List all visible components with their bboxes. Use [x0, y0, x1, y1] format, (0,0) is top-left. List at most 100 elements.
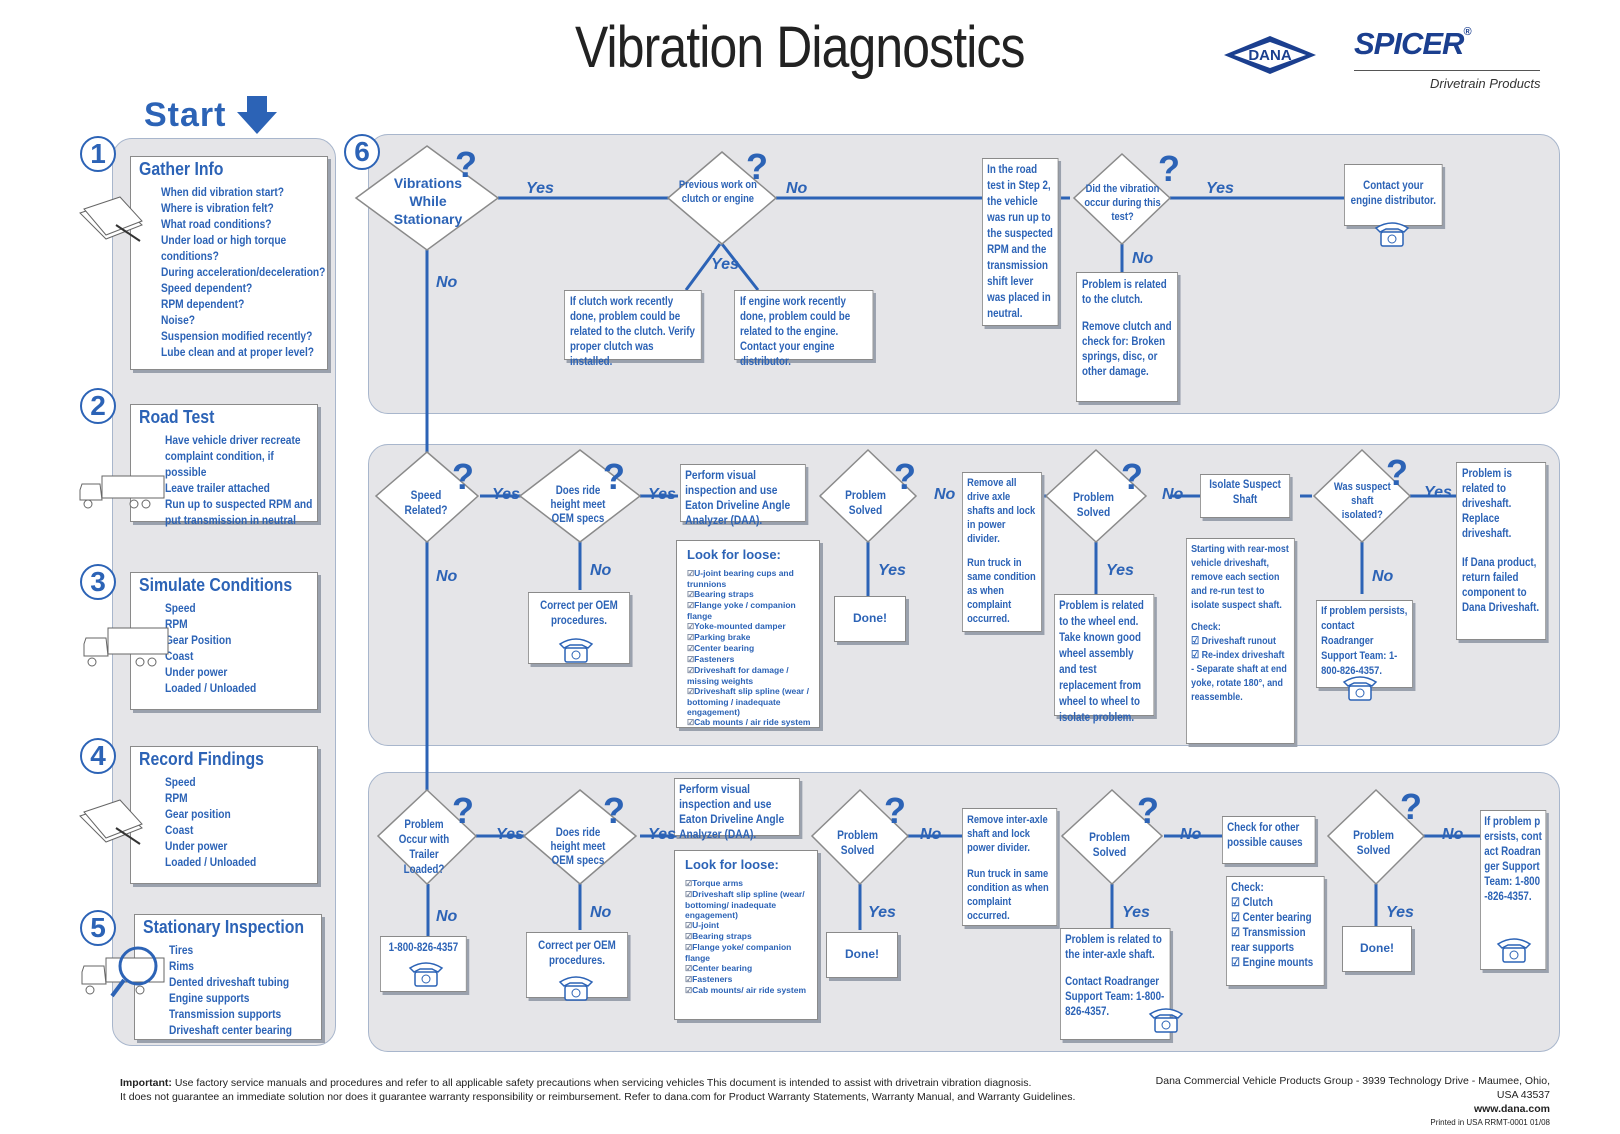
spicer-logo: SPICER®	[1354, 26, 1472, 62]
clutch-related-text: Problem is related to the clutch.	[1081, 279, 1167, 306]
no-label: No	[590, 562, 612, 579]
truck-icon	[79, 475, 165, 509]
list-item: What road conditions?	[161, 217, 272, 231]
important-label: Important:	[120, 1077, 172, 1089]
persists-box: If problem persists, contact Roadranger …	[1480, 810, 1547, 970]
page-title: Vibration Diagnostics	[575, 15, 1025, 80]
list-item: Driveshaft center bearing	[169, 1023, 293, 1037]
run-truck-text: Run truck in same condition as when comp…	[967, 557, 1036, 625]
list-item: During acceleration/deceleration?	[161, 265, 326, 279]
telephone-icon	[558, 638, 594, 663]
decision-diamond	[522, 789, 638, 885]
remove-axle-box: Remove all drive axle shafts and lock in…	[962, 472, 1042, 632]
no-label: No	[786, 180, 808, 197]
step-stationary-inspection: Stationary Inspection Tires Rims Dented …	[134, 914, 322, 1040]
decision-diamond	[376, 788, 478, 886]
important-text: Use factory service manuals and procedur…	[174, 1077, 1032, 1089]
no-label: No	[436, 568, 458, 585]
check-label: Check:	[1191, 621, 1221, 633]
step-title: Simulate Conditions	[139, 575, 293, 595]
logo-divider	[1354, 70, 1540, 71]
down-arrow-icon	[236, 96, 277, 134]
list-item: Under power	[165, 665, 228, 679]
decision-diamond	[1072, 152, 1172, 246]
dana-logo-text: DANA	[1248, 47, 1291, 64]
list-item: Run up to suspected RPM and	[165, 497, 313, 511]
list-item: possible	[165, 465, 207, 479]
check-item: Driveshaft runout	[1201, 635, 1276, 647]
list-item: Suspension modified recently?	[161, 329, 313, 343]
check-item: Re-index driveshaft - Separate shaft at …	[1191, 649, 1287, 703]
list-item: Under power	[165, 839, 228, 853]
run-truck-text: Run truck in same condition as when comp…	[967, 868, 1049, 922]
look-for-loose-box: Look for loose: Torque arms Driveshaft s…	[674, 850, 818, 1020]
question-mark-icon: ?	[884, 790, 906, 831]
list-item: complaint condition, if	[165, 449, 274, 463]
done-box: Done!	[834, 596, 906, 642]
list-item: put transmission in neutral	[165, 513, 296, 527]
decision-label: Speed Related?	[404, 488, 448, 517]
question-mark-icon: ?	[455, 144, 477, 185]
list-item: ☑ Transmission rear supports	[1231, 927, 1306, 954]
list-item: Speed	[165, 601, 196, 615]
check-item: Center bearing	[1242, 912, 1312, 924]
list-item: Flange yoke / companion flange	[687, 600, 815, 621]
correct-oem-text: Correct per OEM procedures.	[538, 940, 616, 967]
magnifier-truck-icon	[81, 946, 165, 998]
telephone-icon	[408, 962, 444, 987]
remove-interaxle-text: Remove inter-axle shaft and lock power d…	[967, 814, 1048, 854]
list-item: Coast	[165, 823, 194, 837]
phone-text: 1-800-826-4357	[388, 942, 459, 954]
look-for-loose-box: Look for loose: U-joint bearing cups and…	[676, 540, 820, 728]
step-title: Stationary Inspection	[143, 917, 305, 937]
list-item: RPM	[165, 791, 188, 805]
list-item: Center bearing	[685, 963, 813, 974]
look-title: Look for loose:	[685, 857, 779, 872]
list-item: U-joint bearing cups and trunnions	[687, 568, 815, 589]
contact-engine-box: Contact your engine distributor.	[1344, 164, 1443, 226]
telephone-icon	[1342, 676, 1378, 701]
question-mark-icon: ?	[746, 146, 768, 187]
look-title: Look for loose:	[687, 547, 781, 562]
list-item: Torque arms	[685, 878, 813, 889]
decision-label: Problem Solved	[837, 828, 878, 857]
question-mark-icon: ?	[1121, 456, 1143, 497]
decision-label: Does ride height meet OEM specs	[550, 827, 606, 867]
start-label: Start	[144, 96, 277, 135]
perform-visual-box: Perform visual inspection and use Eaton …	[674, 778, 800, 841]
yes-label: Yes	[711, 256, 739, 273]
step-number-2: 2	[80, 388, 116, 424]
footer-important: Important: Use factory service manuals a…	[120, 1076, 1080, 1104]
list-item: Cab mounts/ air ride system	[685, 985, 813, 996]
no-label: No	[590, 904, 612, 921]
question-mark-icon: ?	[1386, 452, 1408, 493]
papers-icon	[79, 196, 143, 242]
footer-website: www.dana.com	[1473, 1103, 1550, 1115]
list-item: Leave trailer attached	[165, 481, 270, 495]
list-item: Noise?	[161, 313, 196, 327]
clutch-related-box: Problem is related to the clutch. Remove…	[1076, 272, 1178, 402]
list-item: RPM dependent?	[161, 297, 245, 311]
decision-label: Problem Solved	[1089, 830, 1130, 859]
check-item: Transmission rear supports	[1231, 927, 1306, 954]
list-item: Under load or high torque	[161, 233, 287, 247]
step-number-6: 6	[344, 134, 380, 170]
list-item: Gear Position	[165, 633, 232, 647]
clutch-work-box: If clutch work recently done, problem co…	[564, 290, 702, 368]
engine-work-box: If engine work recently done, problem co…	[734, 290, 874, 368]
correct-oem-text: Correct per OEM procedures.	[540, 600, 618, 627]
no-label: No	[1442, 826, 1464, 843]
decision-diamond	[666, 151, 778, 245]
question-mark-icon: ?	[603, 790, 625, 831]
question-mark-icon: ?	[603, 456, 625, 497]
check-other-box: Check for other possible causes	[1222, 816, 1316, 864]
driveshaft-related-box: Problem is related to driveshaft. Replac…	[1456, 462, 1547, 640]
list-item: Loaded / Unloaded	[165, 681, 257, 695]
list-item: ☑ Driveshaft runout	[1191, 635, 1276, 647]
starting-text: Starting with rear-most vehicle drivesha…	[1191, 543, 1289, 611]
list-item: Fasteners	[685, 974, 813, 985]
list-item: Cab mounts / air ride system	[687, 717, 815, 728]
truck-icon	[83, 627, 169, 667]
list-item: ☑ Center bearing	[1231, 912, 1312, 924]
